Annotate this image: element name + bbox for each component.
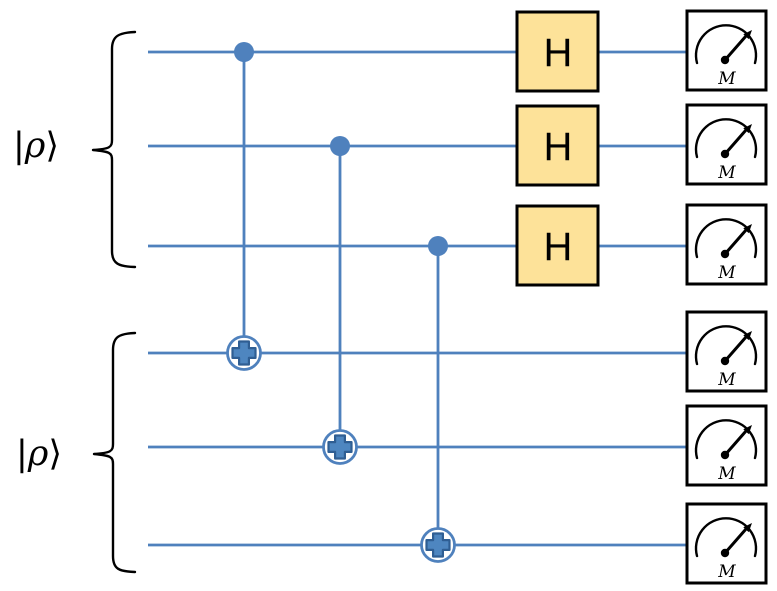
plus-icon xyxy=(327,434,353,460)
measurement-gauge-q2: M xyxy=(685,103,768,186)
gauge-pivot-icon xyxy=(720,149,730,159)
gauge-pivot-icon xyxy=(720,356,730,366)
gauge-pivot-icon xyxy=(720,249,730,259)
measurement-label: M xyxy=(717,562,736,582)
gauge-arrowhead-icon xyxy=(743,124,752,134)
gauge-pivot-icon xyxy=(720,55,730,65)
gauge-arrowhead-icon xyxy=(743,224,752,234)
hadamard-gate-box xyxy=(515,10,600,93)
gauge-arrowhead-icon xyxy=(743,30,752,40)
gauge-arc-icon xyxy=(694,517,758,558)
ket-open-bar: | xyxy=(13,126,25,166)
cnot-2-target xyxy=(322,429,358,465)
hadamard-gate-label: H xyxy=(544,31,573,75)
cnot-1-control-dot xyxy=(234,42,254,62)
plus-icon xyxy=(231,340,257,366)
hadamard-gate-label: H xyxy=(544,225,573,269)
top-register-label: |ρ⟩ xyxy=(13,126,59,166)
gauge-needle-icon xyxy=(723,429,748,457)
gauge-needle-icon xyxy=(723,335,748,363)
cnot-2-control-dot xyxy=(330,136,350,156)
gauge-arrowhead-icon xyxy=(743,425,752,435)
measurement-label: M xyxy=(717,263,736,283)
measurement-label: M xyxy=(717,464,736,484)
gauge-arc-icon xyxy=(694,118,758,159)
bottom-register-label: |ρ⟩ xyxy=(16,434,62,474)
hadamard-gate-box xyxy=(515,104,600,187)
hadamard-gate-q2: H xyxy=(515,104,600,187)
hadamard-gate-q3: H xyxy=(515,204,600,287)
gauge-arc-icon xyxy=(694,419,758,460)
measurement-label: M xyxy=(717,163,736,183)
gauge-pivot-icon xyxy=(720,548,730,558)
top-register-brace xyxy=(91,30,137,269)
gauge-arrowhead-icon xyxy=(743,523,752,533)
cnot-1-target xyxy=(226,335,262,371)
measurement-label: M xyxy=(717,370,736,390)
gauge-pivot-icon xyxy=(720,450,730,460)
gauge-needle-icon xyxy=(723,228,748,256)
gauge-needle-icon xyxy=(723,527,748,555)
hadamard-gate-q1: H xyxy=(515,10,600,93)
measurement-gauge-q4: M xyxy=(685,310,768,393)
gauge-needle-icon xyxy=(723,128,748,156)
measurement-box xyxy=(685,203,768,286)
hadamard-gate-box xyxy=(515,204,600,287)
cnot-3-control-dot xyxy=(428,236,448,256)
cnot-3-target xyxy=(420,527,456,563)
gauge-needle-icon xyxy=(723,34,748,62)
hadamard-gate-label: H xyxy=(544,125,573,169)
bottom-register-brace xyxy=(92,331,137,574)
ket-open-bar: | xyxy=(16,434,28,474)
rho-symbol: ρ xyxy=(27,434,49,474)
measurement-gauge-q6: M xyxy=(685,502,768,585)
ket-close-bracket: ⟩ xyxy=(48,434,62,474)
gauge-arrowhead-icon xyxy=(743,331,752,341)
gauge-arc-icon xyxy=(694,24,758,65)
gauge-arc-icon xyxy=(694,218,758,259)
measurement-gauge-q1: M xyxy=(685,9,768,92)
ket-close-bracket: ⟩ xyxy=(45,126,59,166)
measurement-label: M xyxy=(717,69,736,89)
measurement-gauge-q3: M xyxy=(685,203,768,286)
rho-symbol: ρ xyxy=(24,126,46,166)
measurement-gauge-q5: M xyxy=(685,404,768,487)
gauge-arc-icon xyxy=(694,325,758,366)
plus-icon xyxy=(425,532,451,558)
